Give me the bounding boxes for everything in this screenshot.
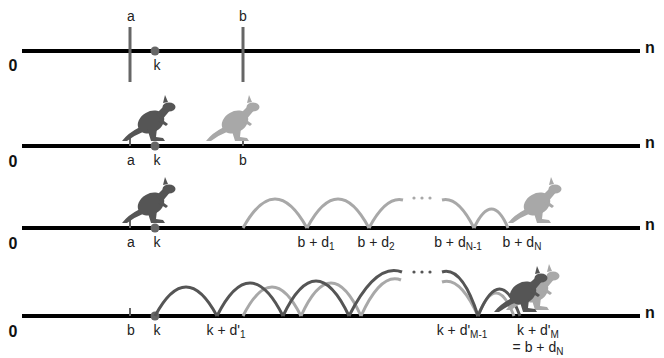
kangaroo [122, 177, 176, 223]
axis-label: a [126, 234, 136, 250]
axis-label: k [153, 322, 162, 338]
axis-label: k [153, 152, 162, 168]
axis-label: 0 [8, 236, 19, 252]
axis-label: b + d1 [296, 234, 335, 250]
axis-label: b [238, 152, 248, 168]
axis-label: n [644, 217, 656, 233]
jump-arc [243, 199, 508, 228]
axis-label: k [153, 57, 162, 73]
kangaroo [508, 177, 562, 223]
axis-label: n [644, 305, 656, 321]
tick-mark [130, 138, 243, 316]
kangaroo [206, 95, 260, 141]
axis-label: 0 [8, 154, 19, 170]
ellipsis-dots [412, 196, 431, 199]
jump-arc [243, 279, 514, 316]
axis-label: n [644, 135, 656, 151]
axis-label: n [644, 40, 656, 56]
axis-label: 0 [8, 324, 19, 340]
axis-label: 0 [8, 58, 19, 74]
axis-label: k [153, 234, 162, 250]
boundary-bar [130, 27, 243, 82]
axis-label: a [126, 152, 136, 168]
start-dot [151, 47, 160, 321]
axis-label: b + d2 [356, 234, 395, 250]
axis-label: k + d'M-1 [436, 322, 489, 338]
axis-label: b + dN-1 [433, 234, 483, 250]
axis-label: b + dN [502, 234, 543, 250]
kangaroo [122, 95, 176, 141]
kangaroo [494, 266, 548, 312]
axis-label: b [238, 8, 248, 24]
axis-label: a [126, 8, 136, 24]
axis-label: b [126, 322, 136, 338]
jump-arc [155, 270, 520, 316]
axis-label: k + d'M [516, 322, 560, 338]
axis-label: = b + dN [512, 339, 565, 355]
number-line [22, 51, 640, 316]
axis-label: k + d'1 [206, 322, 247, 338]
ellipsis-dots [412, 270, 431, 273]
